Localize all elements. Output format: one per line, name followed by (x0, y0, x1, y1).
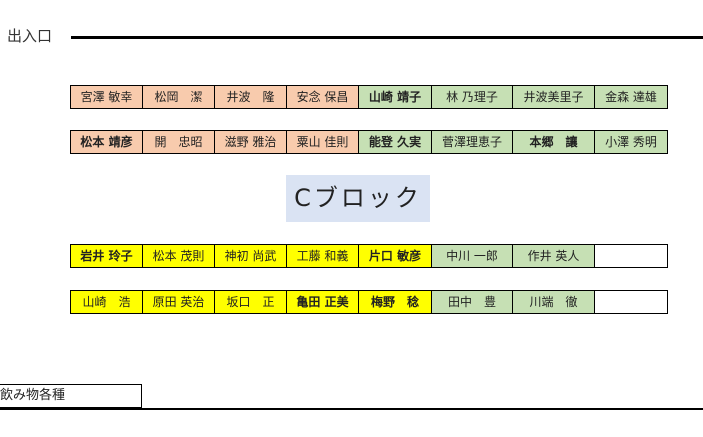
seat-cell-empty[interactable] (595, 291, 668, 313)
seat-cell[interactable]: 亀田 正美 (287, 291, 359, 313)
seat-cell[interactable]: 山崎 浩 (71, 291, 143, 313)
seat-cell-empty[interactable] (595, 245, 668, 267)
seat-cell[interactable]: 工藤 和義 (287, 245, 359, 267)
seat-cell[interactable]: 開 忠昭 (143, 131, 215, 153)
seat-cell[interactable]: 粟山 佳則 (287, 131, 359, 153)
seat-cell[interactable]: 滋野 雅治 (215, 131, 287, 153)
seat-cell[interactable]: 原田 英治 (143, 291, 215, 313)
seat-cell[interactable]: 本郷 讓 (513, 131, 595, 153)
seat-row-2: 松本 靖彦 開 忠昭 滋野 雅治 粟山 佳則 能登 久実 菅澤理恵子 本郷 讓 … (70, 130, 668, 154)
block-label: Cブロック (286, 175, 430, 222)
entrance-line (71, 36, 703, 39)
seat-cell[interactable]: 林 乃理子 (432, 86, 513, 108)
seat-row-4: 山崎 浩 原田 英治 坂口 正 亀田 正美 梅野 稔 田中 豊 川端 徹 (70, 290, 668, 314)
seat-cell[interactable]: 金森 達雄 (595, 86, 668, 108)
seat-cell[interactable]: 菅澤理恵子 (432, 131, 513, 153)
seat-cell[interactable]: 井波 隆 (215, 86, 287, 108)
seat-cell[interactable]: 中川 一郎 (432, 245, 513, 267)
seat-cell[interactable]: 神初 尚武 (215, 245, 287, 267)
seat-row-1: 宮澤 敏幸 松岡 潔 井波 隆 安念 保昌 山崎 靖子 林 乃理子 井波美里子 … (70, 85, 668, 109)
seat-cell[interactable]: 能登 久実 (359, 131, 432, 153)
seat-cell[interactable]: 小澤 秀明 (595, 131, 668, 153)
drinks-label: 飲み物各種 (0, 384, 142, 408)
seat-cell[interactable]: 井波美里子 (513, 86, 595, 108)
seat-cell[interactable]: 作井 英人 (513, 245, 595, 267)
seat-cell[interactable]: 安念 保昌 (287, 86, 359, 108)
seat-cell[interactable]: 片口 敏彦 (359, 245, 432, 267)
seat-cell[interactable]: 川端 徹 (513, 291, 595, 313)
seat-cell[interactable]: 松本 靖彦 (71, 131, 143, 153)
entrance-label: 出入口 (7, 27, 53, 45)
bottom-wall-line (0, 408, 703, 410)
seat-row-3: 岩井 玲子 松本 茂則 神初 尚武 工藤 和義 片口 敏彦 中川 一郎 作井 英… (70, 244, 668, 268)
seat-cell[interactable]: 山崎 靖子 (359, 86, 432, 108)
seat-cell[interactable]: 坂口 正 (215, 291, 287, 313)
seat-cell[interactable]: 梅野 稔 (359, 291, 432, 313)
seat-cell[interactable]: 松本 茂則 (143, 245, 215, 267)
seat-cell[interactable]: 松岡 潔 (143, 86, 215, 108)
seat-cell[interactable]: 田中 豊 (432, 291, 513, 313)
seat-cell[interactable]: 岩井 玲子 (71, 245, 143, 267)
seat-cell[interactable]: 宮澤 敏幸 (71, 86, 143, 108)
